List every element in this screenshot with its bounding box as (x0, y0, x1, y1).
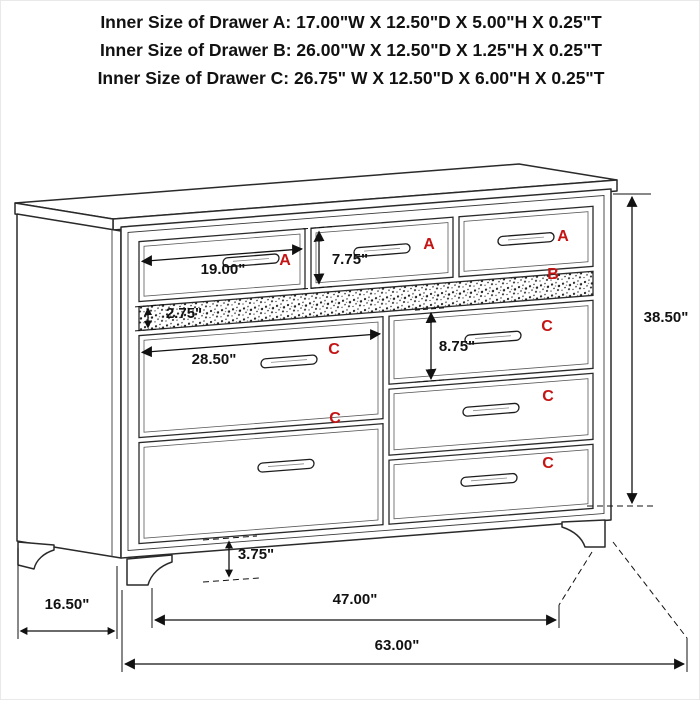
back-left-foot (17, 541, 55, 570)
dim-label-base-height: 3.75" (238, 546, 274, 563)
drawer-b-glitter-band (138, 270, 594, 332)
front-face-inner-frame (127, 195, 605, 551)
dim-tick (303, 225, 335, 230)
dim-tick (415, 379, 447, 383)
drawer-c-left-2 (138, 422, 384, 545)
drawer-a3-handle-icon (497, 232, 555, 247)
drawer-c-right-2-bevel (393, 378, 589, 451)
drawer-c-right-3-handle-icon (460, 472, 518, 487)
drawer-a2-handle-icon (353, 243, 411, 258)
dim-label-drawer-a-width: 19.00" (201, 261, 246, 278)
dim-arrow-drawer-c-width (140, 329, 382, 358)
dim-tick (415, 307, 447, 311)
front-left-foot (126, 554, 173, 586)
dim-label-jewelry-drawer-height: 2.75" (166, 305, 202, 322)
side-panel (16, 213, 122, 559)
dim-label-leg-span: 47.00" (333, 591, 378, 608)
dim-label-overall-width: 63.00" (375, 637, 420, 654)
drawer-letter-a1: A (279, 252, 291, 269)
dim-ext-line-dashed (558, 551, 593, 606)
drawer-letter-c-right-1: C (541, 318, 553, 335)
drawer-a3-bevel (463, 211, 589, 272)
dim-overall-height: 38.50" (587, 193, 689, 507)
drawer-letter-a2: A (423, 236, 435, 253)
dresser-left-side (16, 213, 122, 570)
dim-base-height: 3.75" (202, 535, 274, 583)
dim-arrow-drawer-a-width (140, 244, 304, 267)
dim-label-top-drawer-height: 7.75" (332, 251, 368, 268)
dim-label-overall-height: 38.50" (644, 309, 689, 326)
header: Inner Size of Drawer A: 17.00"W X 12.50"… (98, 12, 605, 88)
drawer-letter-c-left-2: C (329, 410, 341, 427)
header-line-1: Inner Size of Drawer A: 17.00"W X 12.50"… (100, 12, 602, 32)
drawer-letter-c-right-3: C (542, 455, 554, 472)
dim-ext-line-dashed (202, 577, 260, 583)
drawer-c-right-1-handle-icon (464, 330, 522, 345)
header-line-3: Inner Size of Drawer C: 26.75" W X 12.50… (98, 68, 605, 88)
dim-tick (135, 304, 165, 308)
drawer-c-left-1 (138, 315, 384, 439)
dresser-feet (126, 519, 606, 586)
dim-overall-width: 63.00" (121, 541, 688, 672)
dim-ext-line-dashed (202, 535, 258, 541)
drawer-c-right-3-bevel (393, 449, 589, 520)
dim-tick (135, 328, 165, 332)
dim-label-drawer-c-height: 8.75" (439, 338, 475, 355)
dim-depth: 16.50" (17, 548, 118, 639)
drawer-c-left-2-bevel (143, 428, 379, 539)
drawer-c-left-2-handle-icon (257, 458, 315, 473)
dresser-front-face (120, 188, 612, 559)
drawer-letters: A A A B C C C C C (279, 228, 569, 472)
drawer-letter-c-left-1: C (328, 341, 340, 358)
interior-dimension-labels: 19.00" 7.75" 2.75" 28.50" 8.75" (166, 251, 475, 368)
header-line-2: Inner Size of Drawer B: 26.00"W X 12.50"… (100, 40, 602, 60)
dim-ext-line-dashed (612, 541, 688, 639)
drawer-c-right-2-handle-icon (462, 402, 520, 417)
drawer-letter-b: B (547, 266, 559, 283)
drawer-letter-a3: A (557, 228, 569, 245)
drawer-c-right-1-bevel (393, 305, 589, 380)
dim-leg-span: 47.00" (151, 551, 593, 628)
dim-label-drawer-c-width: 28.50" (192, 351, 237, 368)
dim-label-depth: 16.50" (45, 596, 90, 613)
drawer-letter-c-right-2: C (542, 388, 554, 405)
front-right-foot (561, 519, 606, 548)
dim-tick (303, 285, 335, 290)
